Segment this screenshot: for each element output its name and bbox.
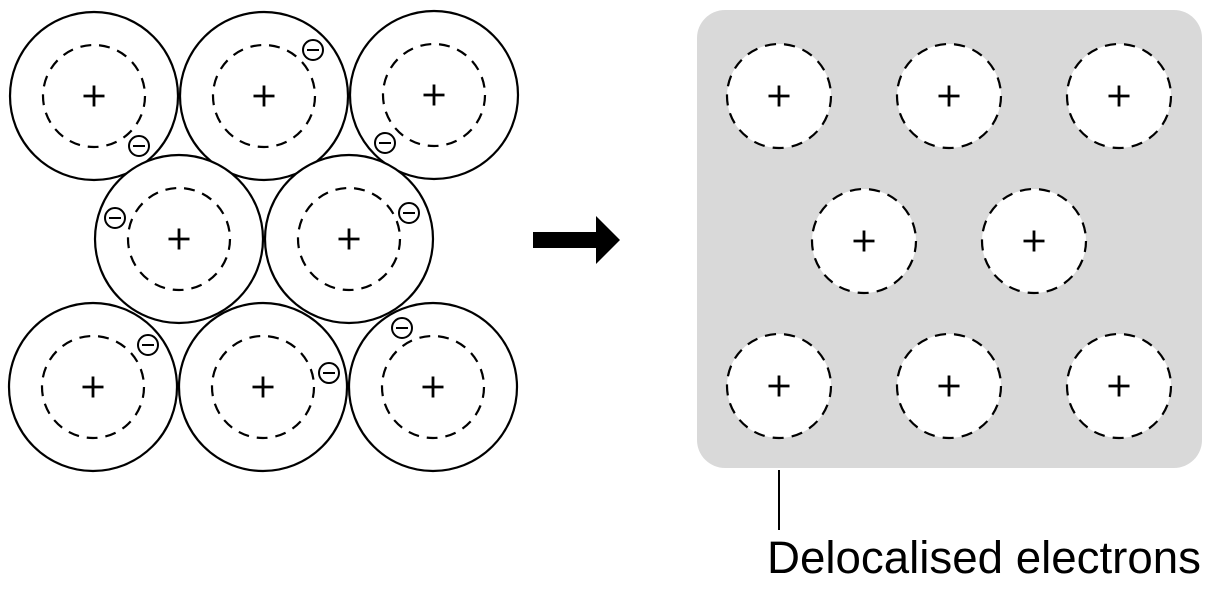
atom-inner-shell [40, 334, 146, 440]
electron-icon [137, 334, 159, 356]
right-arrow-icon [533, 216, 620, 264]
label-group: Delocalised electrons [767, 470, 1201, 583]
metal-ion [895, 332, 1003, 440]
metal-atoms-panel [7, 9, 520, 473]
metal-atom [8, 10, 180, 182]
electron-icon [302, 39, 324, 61]
transition-arrow [533, 216, 620, 264]
atom-inner-shell [380, 334, 486, 440]
electron-icon [318, 362, 340, 384]
electron-icon [128, 135, 150, 157]
electron-icon [398, 202, 420, 224]
metal-atom [177, 301, 349, 473]
delocalised-electrons-label: Delocalised electrons [767, 532, 1201, 583]
atom-inner-shell [210, 334, 316, 440]
metal-ion [1065, 42, 1173, 150]
electron-sea-panel [697, 10, 1202, 468]
metal-ion [725, 42, 833, 150]
metal-atom [93, 153, 265, 325]
metal-atom [347, 301, 519, 473]
metal-atom [263, 153, 435, 325]
metal-atom [348, 9, 520, 181]
metal-atom [7, 301, 179, 473]
metal-ion [810, 187, 918, 295]
metal-ion [895, 42, 1003, 150]
electron-icon [391, 317, 413, 339]
atom-inner-shell [41, 43, 147, 149]
electron-icon [104, 207, 126, 229]
metal-atom [178, 10, 350, 182]
metal-ion [1065, 332, 1173, 440]
metal-ion [725, 332, 833, 440]
atom-inner-shell [211, 43, 317, 149]
electron-icon [374, 132, 396, 154]
atom-inner-shell [126, 186, 232, 292]
atom-inner-shell [381, 42, 487, 148]
atom-inner-shell [296, 186, 402, 292]
metal-ion [980, 187, 1088, 295]
